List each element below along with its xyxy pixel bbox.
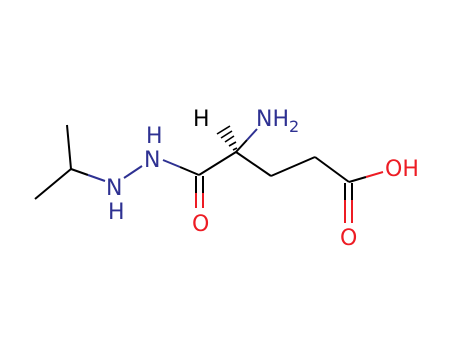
bond-nupper-c-black (179, 166, 200, 176)
bond-calpha-cbeta (235, 151, 272, 177)
bond-isopropyl-lower (34, 168, 72, 200)
bond-ccarboxyl-oh-black (348, 176, 367, 183)
atom-acid-o: O (340, 226, 357, 251)
bond-ch-nlower-black (70, 168, 89, 176)
bond-nupper-c-blue (162, 159, 181, 168)
atom-acid-oh: OH (385, 157, 419, 182)
atom-stereo-h: H (193, 107, 210, 132)
bond-cbeta-cgamma (270, 156, 316, 177)
atom-lower-n: N (106, 176, 122, 201)
bond-calpha-amine-blue (246, 128, 258, 141)
bond-ch-nlower-blue (87, 174, 106, 182)
bond-isopropyl-upper (66, 124, 72, 170)
atom-amine: NH2 (256, 107, 299, 136)
atom-upper-n: N (144, 148, 160, 173)
bond-cgamma-ccarboxyl (314, 156, 350, 183)
bond-calpha-amine-black (235, 139, 248, 153)
atom-carbonyl-o: O (192, 212, 209, 237)
bond-ccarboxyl-oh-red (365, 171, 384, 178)
stereo-hashed-wedge (216, 125, 238, 151)
atom-lower-nh-h: H (108, 200, 125, 225)
atom-upper-nh-h: H (146, 124, 163, 149)
atom-amine-subscript: 2 (289, 117, 299, 136)
bond-c-calpha (198, 151, 237, 176)
bond-n-n (123, 165, 143, 179)
